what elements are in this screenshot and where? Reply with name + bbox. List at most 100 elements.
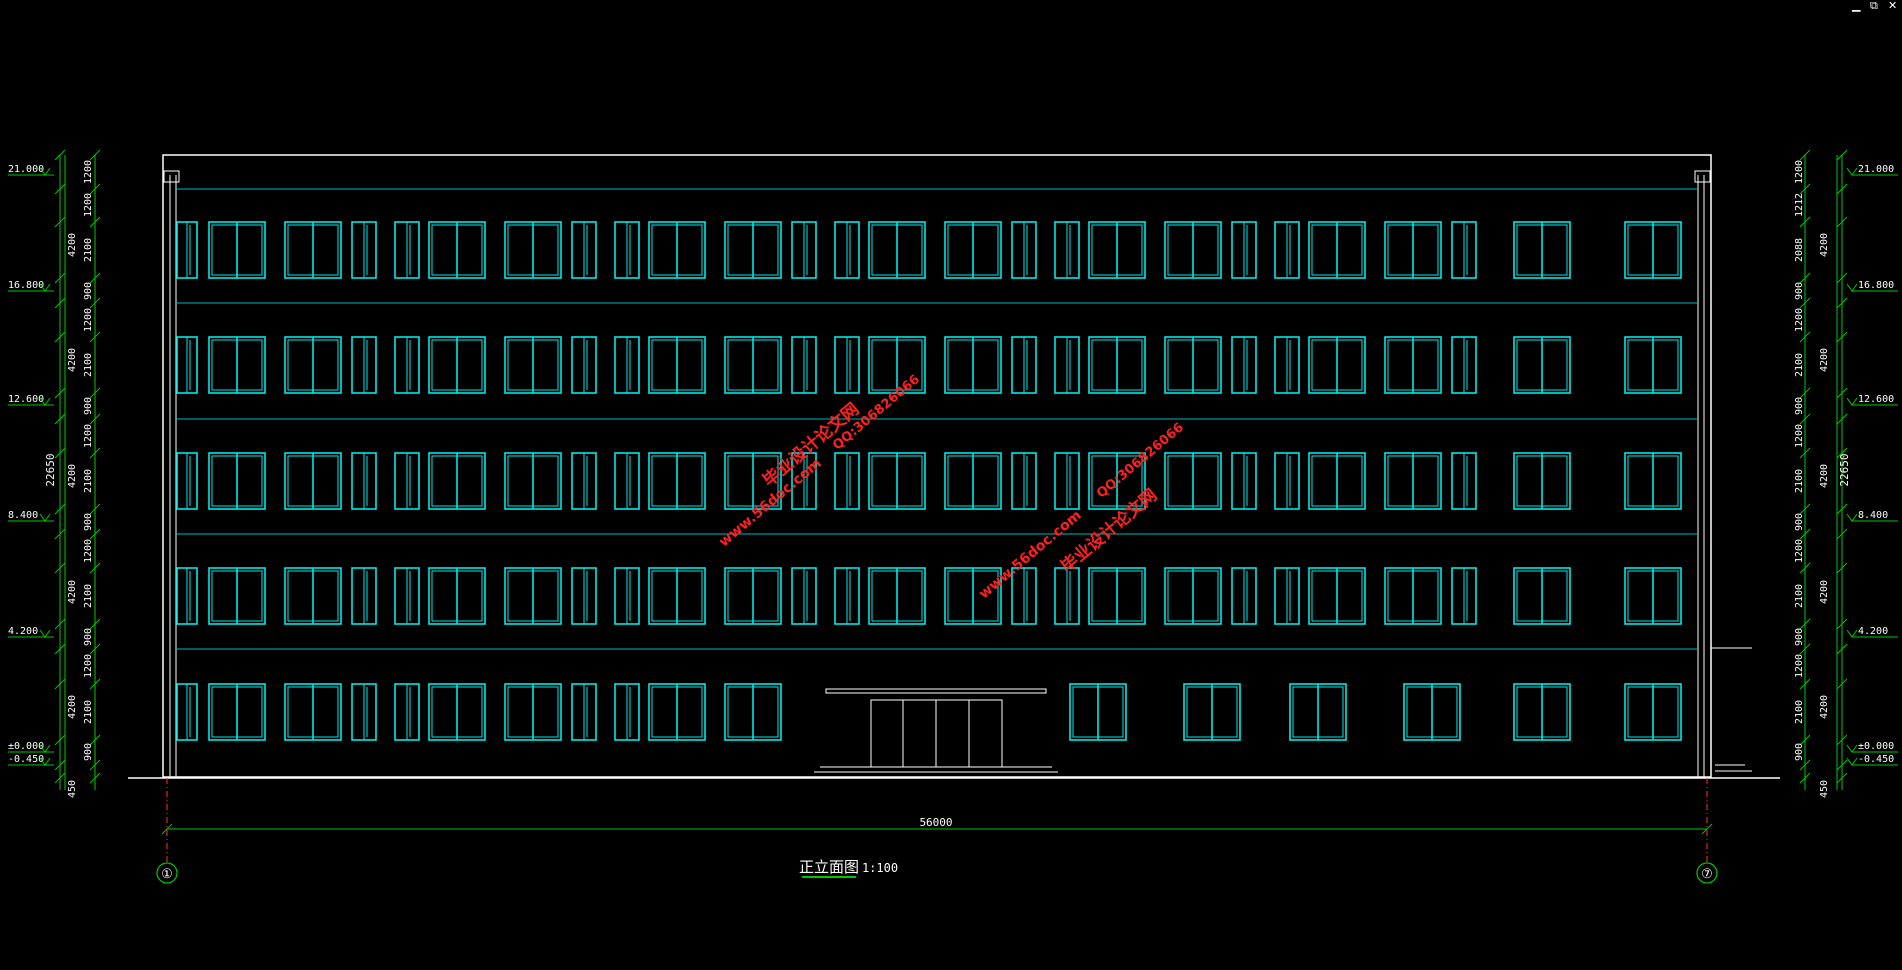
double-window: [1513, 452, 1571, 510]
double-window: [284, 567, 342, 625]
double-window: [1164, 221, 1222, 279]
dimension-tick: [89, 183, 101, 195]
narrow-window: [571, 221, 597, 279]
double-window: [1088, 221, 1146, 279]
elevation-marker-arrow: [1846, 513, 1858, 522]
dimension-tick: [1799, 772, 1811, 784]
dimension-text: 2100: [1794, 353, 1805, 377]
dimension-text: 4200: [1819, 233, 1830, 257]
dimension-text: 4200: [1819, 348, 1830, 372]
dimension-tick: [1799, 562, 1811, 574]
dimension-tick: [89, 759, 101, 771]
dimension-text: 900: [83, 513, 94, 531]
double-window: [868, 452, 926, 510]
dimension-tick: [54, 734, 66, 746]
dimension-text: 2100: [83, 238, 94, 262]
dimension-text: 4200: [1819, 695, 1830, 719]
dimension-text: 1200: [1794, 654, 1805, 678]
dimension-tick: [54, 216, 66, 228]
narrow-window: [571, 336, 597, 394]
dimension-tick: [1836, 331, 1848, 343]
elevation-marker-arrow: [1846, 744, 1858, 753]
dimension-tick: [89, 562, 101, 574]
dimension-tick: [161, 823, 173, 835]
narrow-window: [1231, 336, 1257, 394]
dimension-text: 2100: [83, 700, 94, 724]
double-window: [944, 336, 1002, 394]
elevation-marker-arrow: [1846, 397, 1858, 406]
dimension-tick: [89, 331, 101, 343]
double-window: [648, 336, 706, 394]
narrow-window: [1274, 221, 1300, 279]
narrow-window: [1231, 567, 1257, 625]
dimension-tick: [89, 413, 101, 425]
double-window: [1088, 567, 1146, 625]
dimension-tick: [1799, 387, 1811, 399]
dimension-tick: [1836, 149, 1848, 161]
dimension-tick: [89, 678, 101, 690]
dimension-text: 900: [83, 743, 94, 761]
dimension-tick: [54, 447, 66, 459]
double-window: [724, 221, 782, 279]
double-window: [868, 336, 926, 394]
dimension-tick: [1799, 331, 1811, 343]
dimension-tick: [1799, 678, 1811, 690]
dimension-text: 1200: [83, 160, 94, 184]
elevation-marker-arrow: [39, 167, 51, 176]
double-window: [208, 683, 266, 741]
dimension-tick: [1799, 413, 1811, 425]
double-window: [944, 452, 1002, 510]
dimension-tick: [1799, 734, 1811, 746]
dimension-text: 900: [1794, 743, 1805, 761]
narrow-window: [571, 452, 597, 510]
double-window: [428, 336, 486, 394]
narrow-window: [1274, 336, 1300, 394]
narrow-window: [1054, 221, 1080, 279]
dimension-tick: [54, 528, 66, 540]
double-window: [1308, 567, 1366, 625]
close-icon[interactable]: ✕: [1888, 0, 1898, 12]
dimension-tick: [1836, 734, 1848, 746]
narrow-window: [1451, 221, 1477, 279]
label-group: 56000 22650 22650 ① ⑦ 正立面图 1:100: [44, 453, 1851, 884]
dimension-text: 2100: [1794, 700, 1805, 724]
narrow-window: [834, 336, 860, 394]
dimension-tick: [1836, 387, 1848, 399]
elevation-label: 12.600: [1858, 394, 1894, 405]
elevation-marker-arrow: [1846, 167, 1858, 176]
double-window: [284, 683, 342, 741]
dimension-tick: [54, 618, 66, 630]
drawing-scale: 1:100: [862, 861, 898, 875]
double-window: [1624, 336, 1682, 394]
dimension-tick: [89, 734, 101, 746]
narrow-window: [176, 452, 198, 510]
narrow-window: [614, 336, 640, 394]
dimension-text: 2100: [83, 469, 94, 493]
dimension-tick: [54, 678, 66, 690]
elevation-marker-arrow: [39, 397, 51, 406]
double-window: [1513, 336, 1571, 394]
dimension-tick: [1799, 643, 1811, 655]
elevation-marker-arrow: [1846, 629, 1858, 638]
dimension-tick: [1836, 618, 1848, 630]
minimize-icon[interactable]: ▁: [1852, 0, 1861, 12]
double-window: [724, 683, 782, 741]
double-window: [1164, 567, 1222, 625]
dimension-tick: [89, 618, 101, 630]
dimension-tick: [1836, 272, 1848, 284]
double-window: [1513, 683, 1571, 741]
dimension-tick: [89, 387, 101, 399]
restore-icon[interactable]: ⧉: [1870, 0, 1878, 12]
double-window: [1164, 452, 1222, 510]
grid-axis-label-left: ①: [161, 867, 173, 882]
building-elevation: [128, 154, 1780, 779]
double-window: [648, 683, 706, 741]
grid-axis-label-right: ⑦: [1701, 867, 1713, 882]
dimension-tick: [1799, 216, 1811, 228]
double-window: [208, 336, 266, 394]
dimension-text: 4200: [1819, 580, 1830, 604]
narrow-window: [791, 221, 817, 279]
double-window: [428, 683, 486, 741]
